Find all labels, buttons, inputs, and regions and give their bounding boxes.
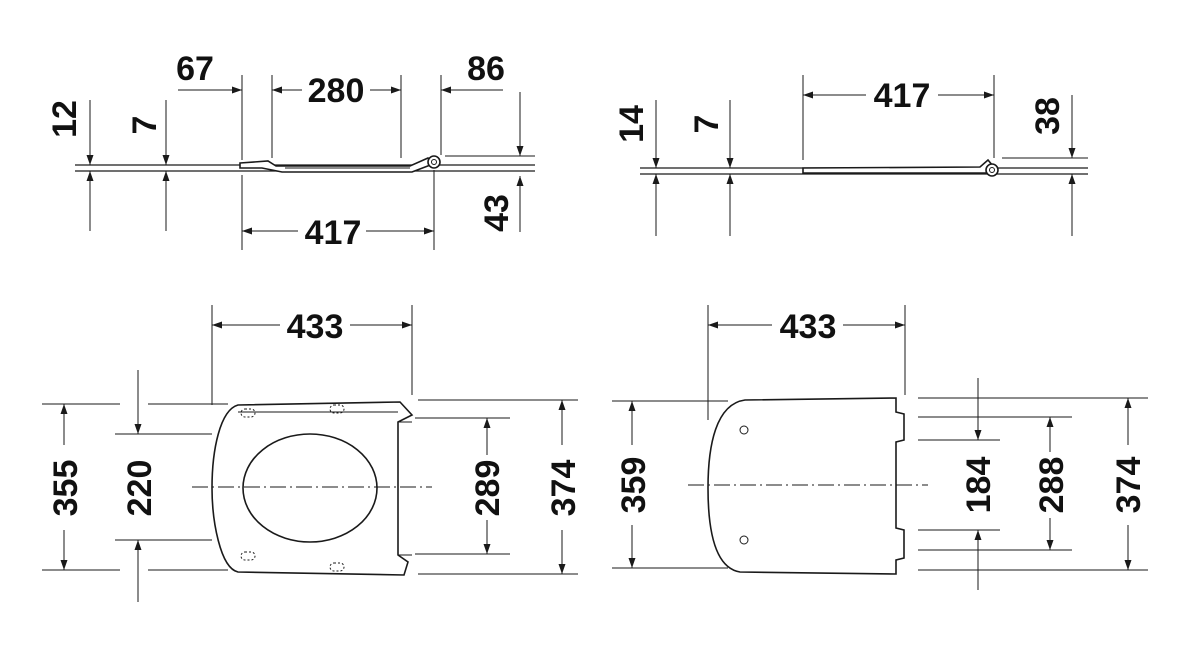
bumper-icon [329,404,345,414]
dim-288: 288 [1033,457,1071,514]
lid-outline [707,397,905,575]
dim-433-closed: 433 [780,308,837,346]
fixing-hole-icon [739,425,749,435]
dim-355: 355 [47,460,85,517]
dim-417-lid: 417 [874,77,931,115]
dim-417-side: 417 [305,214,362,252]
dim-184: 184 [960,457,998,514]
side-view-lid: 417 14 7 38 [613,75,1088,236]
dim-38: 38 [1029,97,1067,135]
dim-220: 220 [121,460,159,517]
bumper-icon [240,408,256,418]
dim-14: 14 [613,105,651,143]
dim-7-side: 7 [126,116,164,135]
hinge-symbol [427,155,441,169]
dim-280: 280 [308,72,365,110]
plan-view-open-seat: 433 355 220 289 374 [42,305,583,602]
dim-67: 67 [176,50,214,88]
lid-hinge-symbol [985,163,999,177]
dim-359: 359 [615,457,653,514]
seat-opening [242,433,378,543]
dim-86: 86 [467,50,505,88]
fixing-hole-icon [739,535,749,545]
bumper-icon [329,562,345,572]
dim-374-closed: 374 [1110,457,1148,514]
dim-433-open: 433 [287,308,344,346]
side-view-seat: 67 280 86 417 12 7 43 [46,50,535,252]
dim-12: 12 [46,100,84,138]
dim-7-lid: 7 [688,115,726,134]
dim-289: 289 [469,460,507,517]
lid-profile [802,158,995,174]
bumper-icon [240,551,256,561]
plan-view-closed-lid: 433 359 184 288 374 [612,305,1148,590]
dim-374-open: 374 [545,460,583,517]
dim-43: 43 [478,194,516,232]
